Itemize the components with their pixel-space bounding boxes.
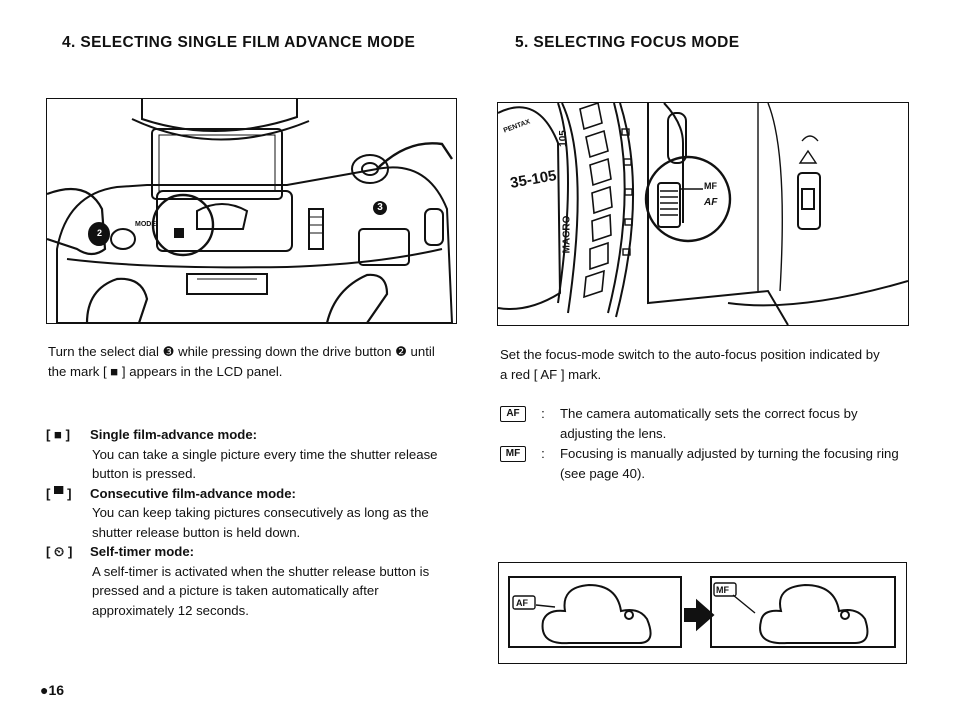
list-item: [ ▀ ] Consecutive film-advance mode: You … [46,484,456,543]
focus-switch-diagram: AF MF [498,562,907,664]
drive-mode-instructions: Turn the select dial ❸ while pressing do… [48,344,435,379]
mode-label: MODE [135,221,156,228]
focus-mode-text: Focusing is manually adjusted by turning… [560,446,899,481]
ring-105-label: 105 [557,130,569,147]
mf-label: MF [704,181,717,191]
af-key-badge: AF [500,406,526,422]
section-4-heading: 4. SELECTING SINGLE FILM ADVANCE MODE [62,34,416,51]
drive-button-callout: 2 [93,227,106,240]
list-item: [ ■ ] Single film-advance mode: You can t… [46,425,456,484]
focus-mode-list: AF : The camera automatically sets the c… [500,404,900,484]
select-dial-callout: 3 [373,201,387,215]
mode-title: Self-timer mode: [90,544,195,559]
list-item: AF : The camera automatically sets the c… [500,404,900,443]
mode-description: A self-timer is activated when the shutt… [92,563,430,618]
drive-mode-illustration: MODE 3 2 [46,98,457,324]
mode-description: You can take a single picture every time… [92,446,438,482]
mode-title: Consecutive film-advance mode: [90,485,296,501]
drive-mode-list: [ ■ ] Single film-advance mode: You can t… [46,425,456,620]
section-5-heading: 5. SELECTING FOCUS MODE [515,34,740,51]
mode-description: You can keep taking pictures consecutive… [92,505,429,540]
list-item: MF : Focusing is manually adjusted by tu… [500,444,900,483]
consecutive-mode-symbol: [ ▀ ] [46,485,72,501]
mode-title: Single film-advance mode: [90,427,258,442]
self-timer-symbol: [ ⏲ ] [46,544,73,559]
separator: : [541,406,545,421]
mf-key-badge: MF [500,446,526,462]
focus-mode-illustration: PENTAX 35-105 105 MACRO MF AF [497,102,909,326]
af-label: AF [704,197,718,208]
switch-af-label: AF [516,598,528,608]
focus-mode-text: The camera automatically sets the correc… [560,406,858,441]
switch-mf-label: MF [716,585,729,595]
single-mode-symbol: [ ■ ] [46,427,71,442]
focus-mode-instructions: Set the focus-mode switch to the auto-fo… [500,347,880,382]
separator: : [541,446,545,461]
page-number: ●16 [40,682,65,698]
list-item: [ ⏲ ] Self-timer mode: A self-timer is ac… [46,542,456,620]
macro-label: MACRO [561,215,573,254]
